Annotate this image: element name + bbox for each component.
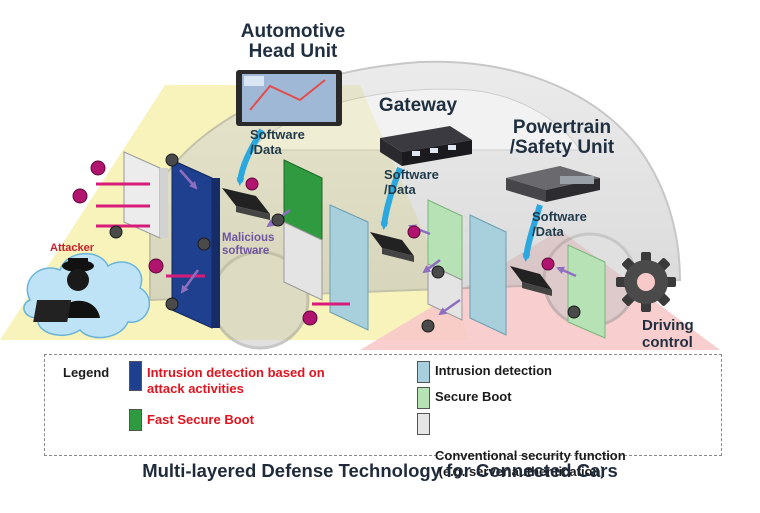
legend-swatch-intrusion-detection [417,361,430,383]
chip-icon [222,188,270,220]
diagram-canvas [0,60,720,350]
gear-icon [616,252,676,312]
data-arrow [380,166,403,230]
label-software-data-1: Software/Data [250,127,305,157]
panel-intrusion-2 [469,214,507,336]
legend-text-intrusion-detection: Intrusion detection [435,363,552,378]
legend-text-conventional: Conventional security function (e.g. ser… [435,447,626,479]
legend-swatch-intrusion-attack [129,361,142,391]
panel-intrusion-attack-1 [171,159,220,329]
malicious-arrows [179,169,577,316]
data-arrow [522,204,543,262]
legend-text-fast-secure-boot: Fast Secure Boot [147,412,254,427]
label-attacker: Attacker [50,242,95,254]
label-gateway: Gateway [378,95,458,116]
legend-text-secure-boot: Secure Boot [435,389,512,404]
label-powertrain: Powertrain/Safety Unit [509,117,615,158]
panel-intrusion-1 [329,204,369,331]
chip-icon [370,232,414,262]
neutralized-virus-icon [109,153,581,333]
legend-title: Legend [63,365,110,380]
diagram-caption: Multi-layered Defense Technology for Con… [142,460,618,481]
head-unit-screen-icon [236,70,342,126]
attack-lines [96,182,350,306]
attacker-icon [23,252,151,339]
legend-swatch-conventional [417,413,430,435]
gateway-box-icon [380,126,472,166]
panel-secure-boot-2 [567,244,606,339]
chip-icon [510,266,552,296]
label-software-data-2: Software/Data [384,167,439,197]
legend-swatch-fast-secure-boot [129,409,142,431]
virus-icon [72,160,555,326]
legend-swatch-secure-boot [417,387,430,409]
panel-fast-secure-boot [283,159,323,301]
ecu-box-icon [506,166,600,202]
label-software-data-3: Software/Data [532,209,587,239]
data-arrow [236,128,265,186]
panel-conventional-1 [123,151,168,239]
